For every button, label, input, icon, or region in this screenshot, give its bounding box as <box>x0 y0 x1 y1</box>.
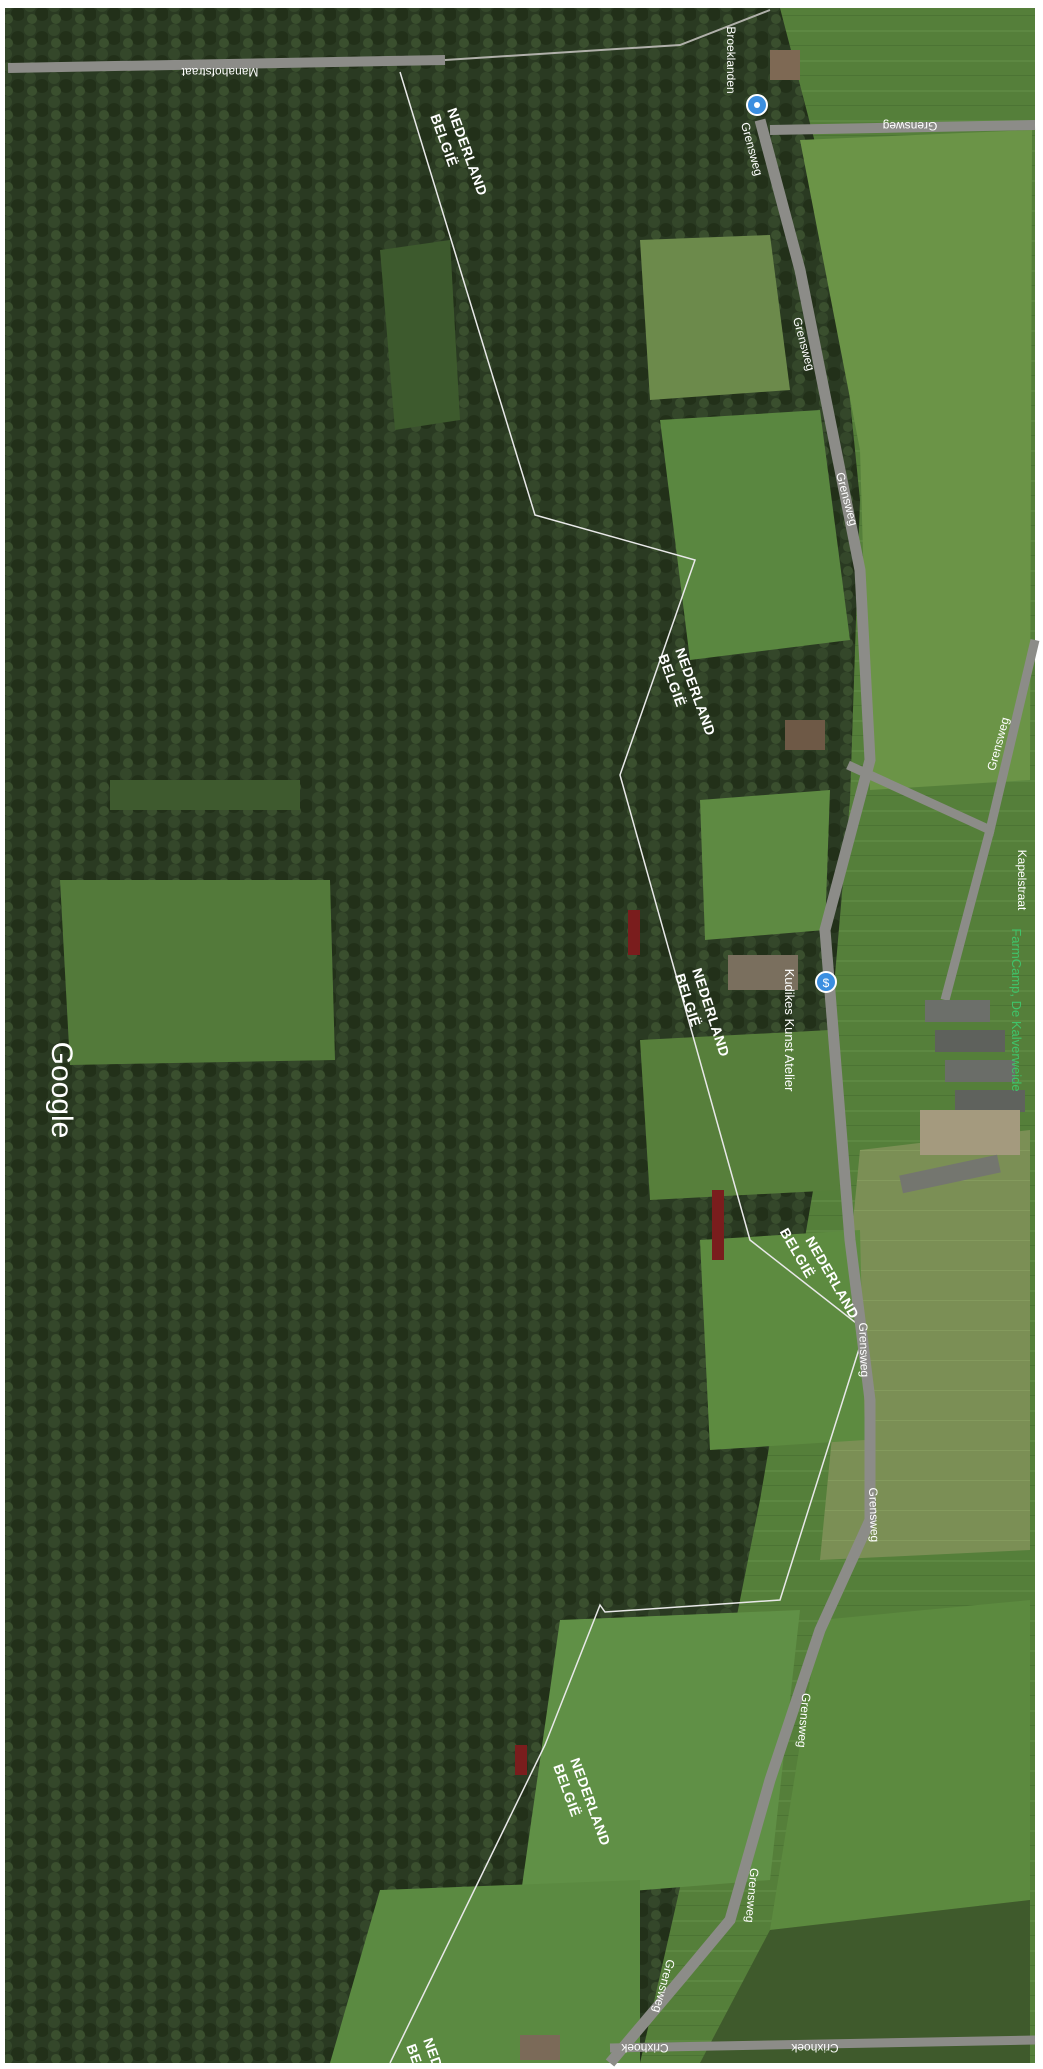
farm-building <box>945 1060 1015 1082</box>
atelier-marker[interactable]: $ <box>815 971 837 993</box>
road-label-grensweg: Grensweg <box>866 1487 882 1542</box>
meadow-5 <box>700 1230 865 1450</box>
road-manahofstraat <box>7 55 446 73</box>
poi-label-atelier: Kudikes Kunst Atelier <box>782 969 797 1093</box>
road-label-grensweg: Grensweg <box>795 1692 814 1748</box>
west-clearing-2 <box>110 780 300 810</box>
meadow-2 <box>660 410 850 660</box>
meadow-1 <box>640 235 790 400</box>
farm-building <box>955 1090 1025 1112</box>
location-marker[interactable] <box>746 94 768 116</box>
east-field-large <box>800 130 1032 790</box>
meadow-3 <box>700 790 830 940</box>
google-attribution: Google <box>45 1042 78 1139</box>
road-label-manahofstraat: Manahofstraat <box>181 65 258 79</box>
road-label-kapelstraat: Kapelstraat <box>1015 850 1029 911</box>
farm-building <box>935 1030 1005 1052</box>
road-label-grensweg: Grensweg <box>856 1322 872 1377</box>
meadow-7 <box>330 1880 640 2063</box>
poi-label-farmcamp: FarmCamp, De Kalverweide <box>1009 928 1024 1091</box>
farm-yard <box>920 1110 1020 1155</box>
road-grensweg-north <box>769 120 1036 135</box>
red-roof <box>712 1190 724 1260</box>
red-roof <box>628 910 640 955</box>
road-label-grensweg: Grensweg <box>743 1867 762 1923</box>
east-field-dark <box>700 1900 1030 2063</box>
meadow-6 <box>520 1610 800 1900</box>
farmhouse <box>520 2035 560 2060</box>
road-crixhoek <box>609 2035 1036 2053</box>
farm-building <box>899 1154 1001 1194</box>
east-field-bottom <box>770 1600 1030 1930</box>
road-label-crixhoek: Crixhoek <box>620 2041 668 2055</box>
atelier-building <box>728 955 798 990</box>
west-clearing-1 <box>60 880 335 1065</box>
farmhouse <box>770 50 800 80</box>
west-clearing-3 <box>380 240 460 430</box>
road-label-grensweg: Grensweg <box>883 119 938 133</box>
road-kapelstraat <box>940 828 995 1002</box>
meadow-4 <box>640 1030 840 1200</box>
road-label-broeklanden: Broeklanden <box>724 26 738 93</box>
road-manahofstraat-ext <box>444 9 771 61</box>
farm-building <box>925 1000 990 1022</box>
road-label-crixhoek: Crixhoek <box>790 2041 838 2055</box>
svg-text:$: $ <box>823 976 830 990</box>
farmhouse <box>785 720 825 750</box>
road-grensweg-main <box>605 118 876 2067</box>
red-roof <box>515 1745 527 1775</box>
